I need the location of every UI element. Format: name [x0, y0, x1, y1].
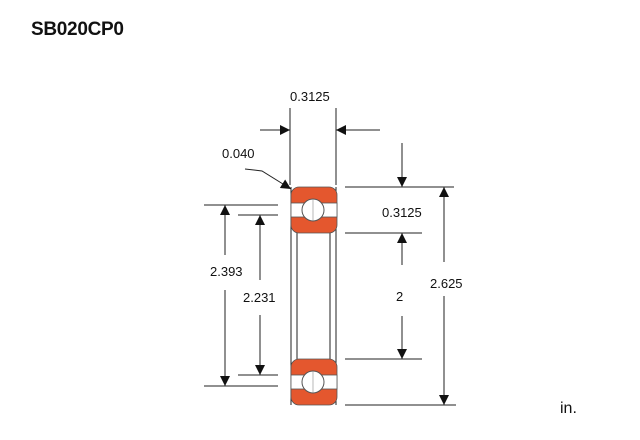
chamfer-leader: [244, 168, 292, 190]
outer-diameter-label: 2.625: [430, 276, 463, 291]
bearing-section-bottom: [290, 358, 338, 406]
section-height-label: 0.3125: [382, 205, 422, 220]
width-dimension-label: 0.3125: [290, 89, 330, 104]
chamfer-dimension-label: 0.040: [222, 146, 255, 161]
part-number-title: SB020CP0: [31, 19, 124, 40]
bore-diameter-label: 2: [396, 289, 403, 304]
inner-land-diameter-label: 2.231: [243, 290, 276, 305]
units-label: in.: [560, 400, 577, 417]
bearing-section-top: [290, 186, 338, 234]
outer-land-diameter-label: 2.393: [210, 264, 243, 279]
